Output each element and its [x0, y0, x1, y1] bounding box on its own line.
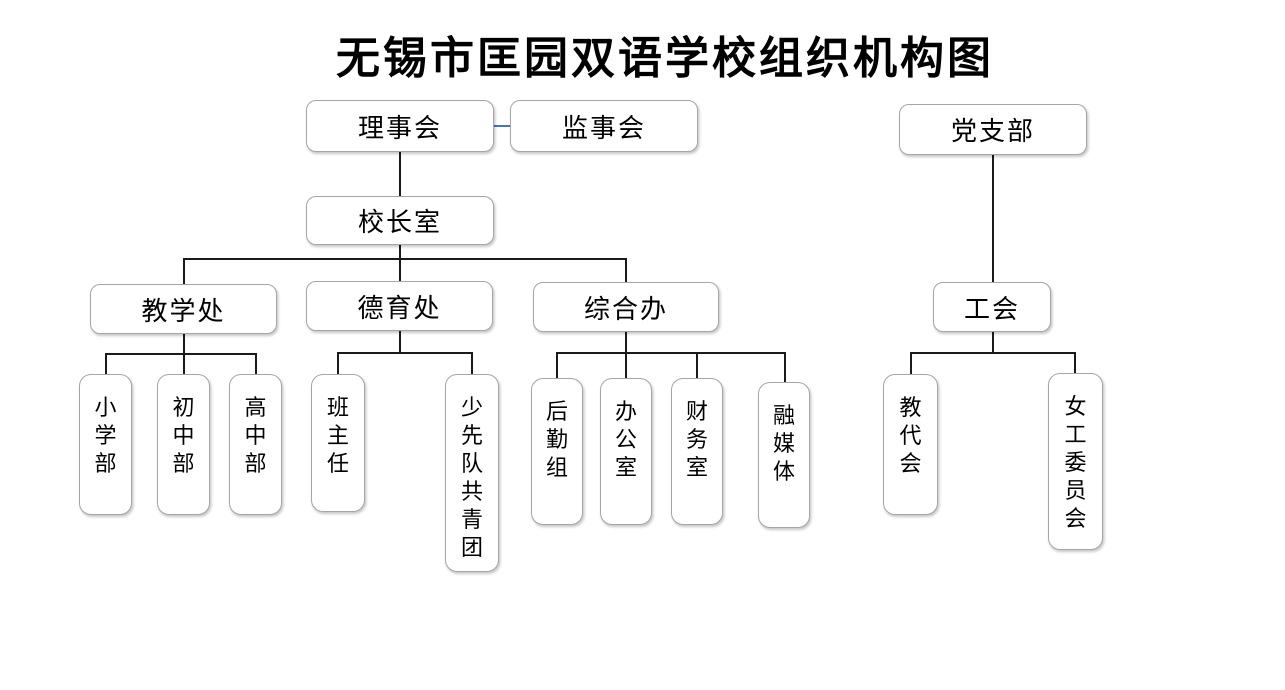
node-admin-office: 办公室 — [600, 378, 652, 525]
connector-drop-general — [625, 258, 627, 283]
node-teaching-office: 教学处 — [90, 284, 277, 334]
node-general-office: 综合办 — [533, 282, 719, 332]
connector-drop-women-committee — [1074, 352, 1076, 374]
node-primary-school-dept: 小学部 — [79, 374, 132, 515]
connector-moral-bar — [337, 352, 473, 354]
connector-general-bar — [556, 352, 786, 354]
connector-general-stem — [625, 332, 627, 354]
node-finance-office: 财务室 — [671, 378, 723, 525]
node-moral-education-office: 德育处 — [306, 281, 493, 331]
node-logistics-group: 后勤组 — [531, 378, 583, 525]
connector-drop-young-pioneers — [471, 352, 473, 375]
node-junior-high-dept: 初中部 — [157, 374, 210, 515]
connector-drop-primary — [105, 353, 107, 375]
node-labor-union: 工会 — [933, 282, 1051, 332]
connector-board-principal — [399, 152, 401, 196]
connector-board-supervisory — [494, 125, 510, 127]
node-supervisory-board: 监事会 — [510, 100, 698, 152]
connector-teaching-bar — [105, 353, 257, 355]
connector-drop-moral — [399, 258, 401, 282]
connector-teaching-stem — [183, 334, 185, 354]
node-principal-office: 校长室 — [306, 196, 494, 245]
connector-drop-finance — [696, 352, 698, 379]
connector-drop-staff-congress — [910, 352, 912, 375]
connector-moral-stem — [399, 331, 401, 354]
connector-drop-head-teacher — [337, 352, 339, 375]
connector-drop-teaching — [183, 258, 185, 285]
connector-drop-admin-office — [625, 352, 627, 379]
node-board-of-directors: 理事会 — [306, 100, 494, 152]
node-party-branch: 党支部 — [899, 104, 1087, 155]
node-women-workers-committee: 女工委员会 — [1048, 373, 1103, 550]
connector-principal-stem — [399, 245, 401, 259]
page-title: 无锡市匡园双语学校组织机构图 — [336, 34, 994, 83]
connector-principal-bar — [183, 258, 627, 260]
connector-union-bar — [910, 352, 1076, 354]
node-class-teacher: 班主任 — [311, 374, 365, 512]
node-senior-high-dept: 高中部 — [229, 374, 282, 515]
connector-drop-logistics — [556, 352, 558, 379]
connector-drop-senior — [255, 353, 257, 375]
connector-party-union — [992, 155, 994, 282]
node-converged-media: 融媒体 — [758, 382, 810, 528]
node-young-pioneers-league: 少先队共青团 — [445, 374, 499, 572]
connector-union-stem — [992, 332, 994, 354]
connector-drop-junior — [183, 353, 185, 375]
node-staff-congress: 教代会 — [883, 374, 938, 515]
connector-drop-media — [784, 352, 786, 383]
